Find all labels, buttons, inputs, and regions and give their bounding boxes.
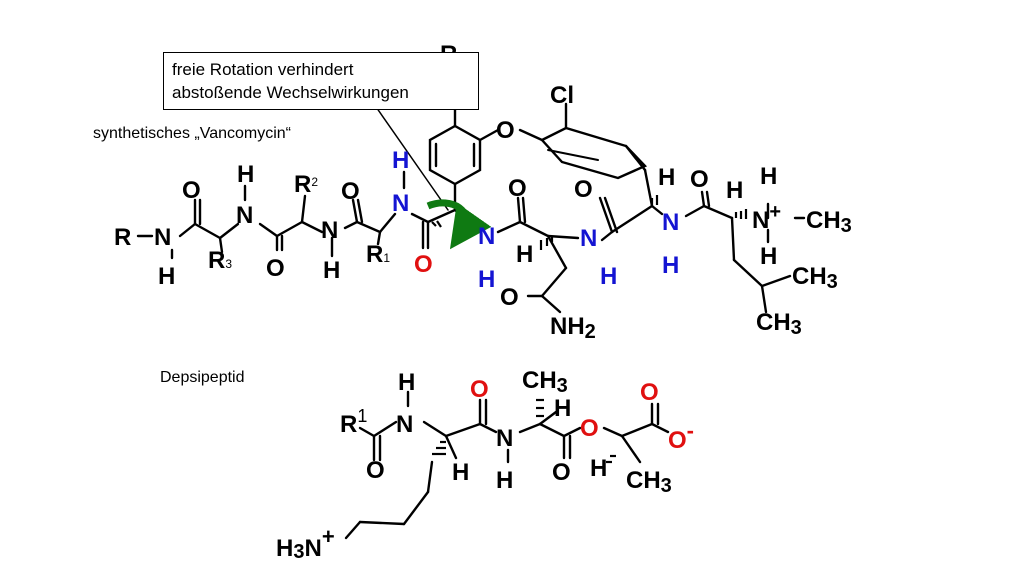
depsi-atom-h-top: H xyxy=(554,395,571,422)
depsi-atom-h-n: H xyxy=(398,369,415,396)
atom-h-blue-right: H xyxy=(600,263,617,290)
caption-depsipeptid: Depsipeptid xyxy=(160,369,245,386)
depsi-atom-n: N xyxy=(396,411,413,438)
atom-ch3-b: CH3 xyxy=(756,309,802,339)
caption-vancomycin: synthetisches „Vancomycin“ xyxy=(93,125,291,142)
depsi-atom-o-r1: O xyxy=(366,457,385,484)
atom-o5: O xyxy=(574,176,593,203)
depsi-atom-h3n: H3N+ xyxy=(276,524,335,563)
atom-o4: O xyxy=(508,175,527,202)
atom-n3: N xyxy=(321,217,338,244)
callout-line-1: freie Rotation verhindert xyxy=(172,60,354,79)
atom-o-red: O xyxy=(414,251,433,278)
atom-r3: R3 xyxy=(208,247,232,274)
atom-h-blue-mid: H xyxy=(478,266,495,293)
vancomycin-stereo-dashes xyxy=(431,195,748,250)
atom-h-alpha: H xyxy=(516,241,533,268)
depsi-atom-r1: R1 xyxy=(340,406,367,438)
atom-n1: N xyxy=(154,224,171,251)
atom-n-blue-mid: N xyxy=(478,223,495,250)
atom-h-n2: H xyxy=(237,161,254,188)
atom-cl: Cl xyxy=(550,82,574,109)
depsipeptide-bonds xyxy=(344,390,670,540)
depsi-atom-o-red-ring: O xyxy=(580,415,599,442)
atom-n-plus: N+ xyxy=(752,201,781,234)
atom-o3: O xyxy=(341,178,360,205)
vancomycin-labels: R Cl O R N H O N H R3 O R2 O N H R1 H N … xyxy=(114,41,852,343)
depsi-atom-o-ester: O xyxy=(552,459,571,486)
atom-h-n3: H xyxy=(323,257,340,284)
atom-o2: O xyxy=(266,255,285,282)
atom-o1: O xyxy=(182,177,201,204)
atom-o-amide: O xyxy=(500,284,519,311)
atom-n-blue-right: N xyxy=(580,225,597,252)
atom-o6: O xyxy=(690,166,709,193)
atom-h-alpha2: H xyxy=(726,177,743,204)
atom-ch3-a: CH3 xyxy=(792,263,838,293)
depsi-atom-ch3-top: CH3 xyxy=(522,367,568,397)
atom-n-blue-far: N xyxy=(662,209,679,236)
atom-r-left: R xyxy=(114,224,131,251)
atom-n2: N xyxy=(236,202,253,229)
depsipeptide-labels: R1 O H N H O N H CH3 H O O O O- H CH3 H3… xyxy=(276,367,694,563)
depsi-atom-o-red2: O xyxy=(640,379,659,406)
atom-o-ether: O xyxy=(496,117,515,144)
depsi-atom-ch3-bot: CH3 xyxy=(626,467,672,497)
atom-nh2: NH2 xyxy=(550,313,596,343)
callout-box: freie Rotation verhindert abstoßende Wec… xyxy=(163,52,479,110)
atom-h-blue-far: H xyxy=(662,252,679,279)
atom-ch3-nplus: CH3 xyxy=(806,207,852,237)
atom-r2: R2 xyxy=(294,171,318,198)
atom-r1: R1 xyxy=(366,241,390,268)
atom-h-nplus-bot: H xyxy=(760,243,777,270)
atom-h-blue-top: H xyxy=(392,147,409,174)
rotation-arrow xyxy=(426,199,492,250)
atom-h-top: H xyxy=(658,164,675,191)
depsi-atom-n2: N xyxy=(496,425,513,452)
vancomycin-bonds xyxy=(136,102,806,314)
atom-n-blue-top: N xyxy=(392,190,409,217)
depsi-atom-h-n2: H xyxy=(496,467,513,494)
atom-h-n1: H xyxy=(158,263,175,290)
depsi-atom-h-bot: H xyxy=(590,455,607,482)
atom-h-nplus-top: H xyxy=(760,163,777,190)
callout-line-2: abstoßende Wechselwirkungen xyxy=(172,83,409,102)
depsipeptide-stereo-dashes xyxy=(432,398,616,464)
depsi-atom-o-minus: O- xyxy=(668,418,694,454)
depsi-atom-h-alpha: H xyxy=(452,459,469,486)
depsi-atom-o-red1: O xyxy=(470,376,489,403)
